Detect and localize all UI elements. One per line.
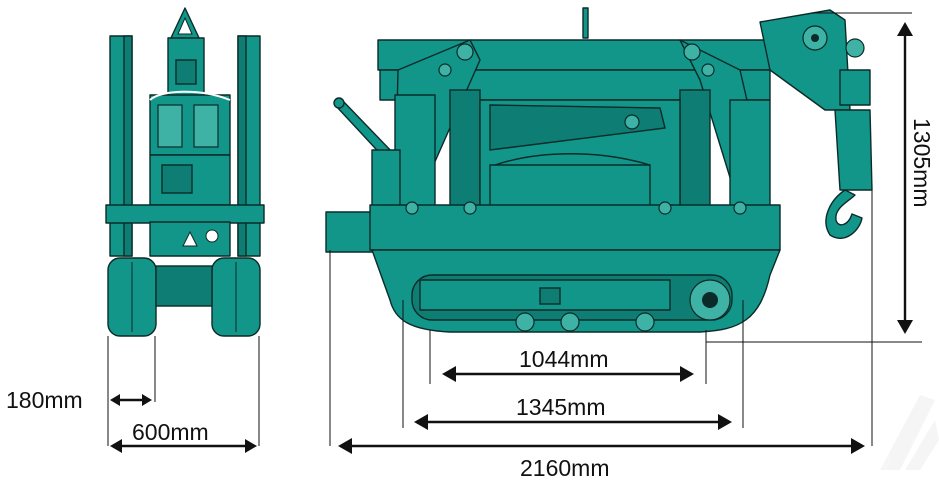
dimension-arrow-600 [110,439,257,453]
side-view-machine [325,7,873,333]
label-2160mm: 2160mm [520,455,609,481]
dimension-arrow-1345 [414,414,732,430]
label-1345mm: 1345mm [516,394,605,420]
label-1044mm: 1044mm [519,346,608,372]
dimension-arrow-2160 [338,438,865,454]
label-180mm: 180mm [6,387,83,413]
watermark-logo [880,395,939,470]
dimension-arrow-1044 [442,366,694,382]
label-1305mm: 1305mm [909,118,935,207]
front-view-machine [105,7,265,337]
dimension-arrow-180 [110,394,152,406]
label-600mm: 600mm [132,419,209,445]
dimension-arrow-1305 [897,22,913,334]
